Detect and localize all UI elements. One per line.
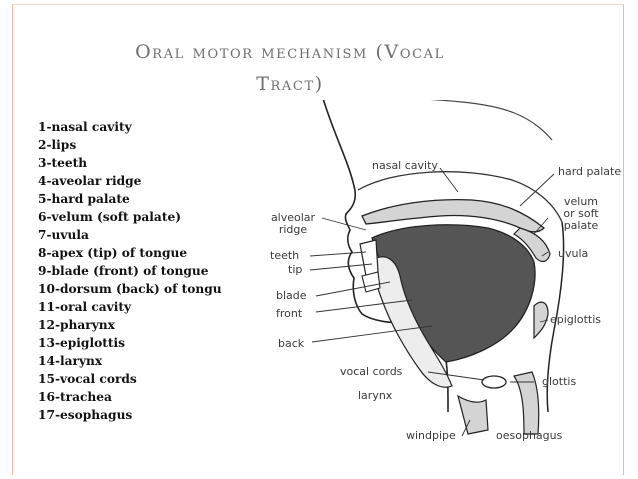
label-epiglottis: epiglottis [550,314,601,326]
list-item: 3-teeth [38,154,260,172]
list-item: 16-trachea [38,388,260,406]
list-item: 5-hard palate [38,190,260,208]
label-front: front [276,308,302,320]
label-oesophagus: oesophagus [496,430,562,442]
vocal-tract-diagram: nasal cavity hard palate velum or soft p… [262,100,612,450]
oesophagus-shape [514,372,539,434]
parts-list: 1-nasal cavity 2-lips 3-teeth 4-aveolar … [38,118,260,424]
glottis-shape [482,376,506,388]
nose-outline [322,100,552,140]
list-item: 2-lips [38,136,260,154]
list-item: 10-dorsum (back) of tongu [38,280,260,298]
list-item: 12-pharynx [38,316,260,334]
list-item: 6-velum (soft palate) [38,208,260,226]
list-item: 8-apex (tip) of tongue [38,244,260,262]
list-item: 11-oral cavity [38,298,260,316]
label-blade: blade [276,290,307,302]
label-tip: tip [288,264,302,276]
title-line-2: Tract) [30,68,550,100]
label-hard-palate: hard palate [558,166,621,178]
list-item: 4-aveolar ridge [38,172,260,190]
vocal-tract-drawing [262,100,612,450]
label-larynx: larynx [358,390,392,402]
lower-teeth-shape [362,272,380,292]
label-uvula: uvula [558,248,588,260]
list-item: 9-blade (front) of tongue [38,262,260,280]
label-palate: palate [558,220,604,232]
label-ridge: ridge [262,224,324,236]
list-item: 17-esophagus [38,406,260,424]
slide-title: Oral motor mechanism (Vocal Tract) [30,36,550,100]
label-nasal-cavity: nasal cavity [372,160,438,172]
teeth-shape [360,240,378,276]
label-teeth: teeth [270,250,299,262]
list-item: 1-nasal cavity [38,118,260,136]
title-line-1: Oral motor mechanism (Vocal [30,36,550,68]
label-windpipe: windpipe [406,430,456,442]
label-glottis: glottis [542,376,576,388]
list-item: 15-vocal cords [38,370,260,388]
list-item: 7-uvula [38,226,260,244]
label-vocal-cords: vocal cords [340,366,402,378]
trachea-shape [458,396,488,434]
list-item: 14-larynx [38,352,260,370]
label-back: back [278,338,304,350]
list-item: 13-epiglottis [38,334,260,352]
